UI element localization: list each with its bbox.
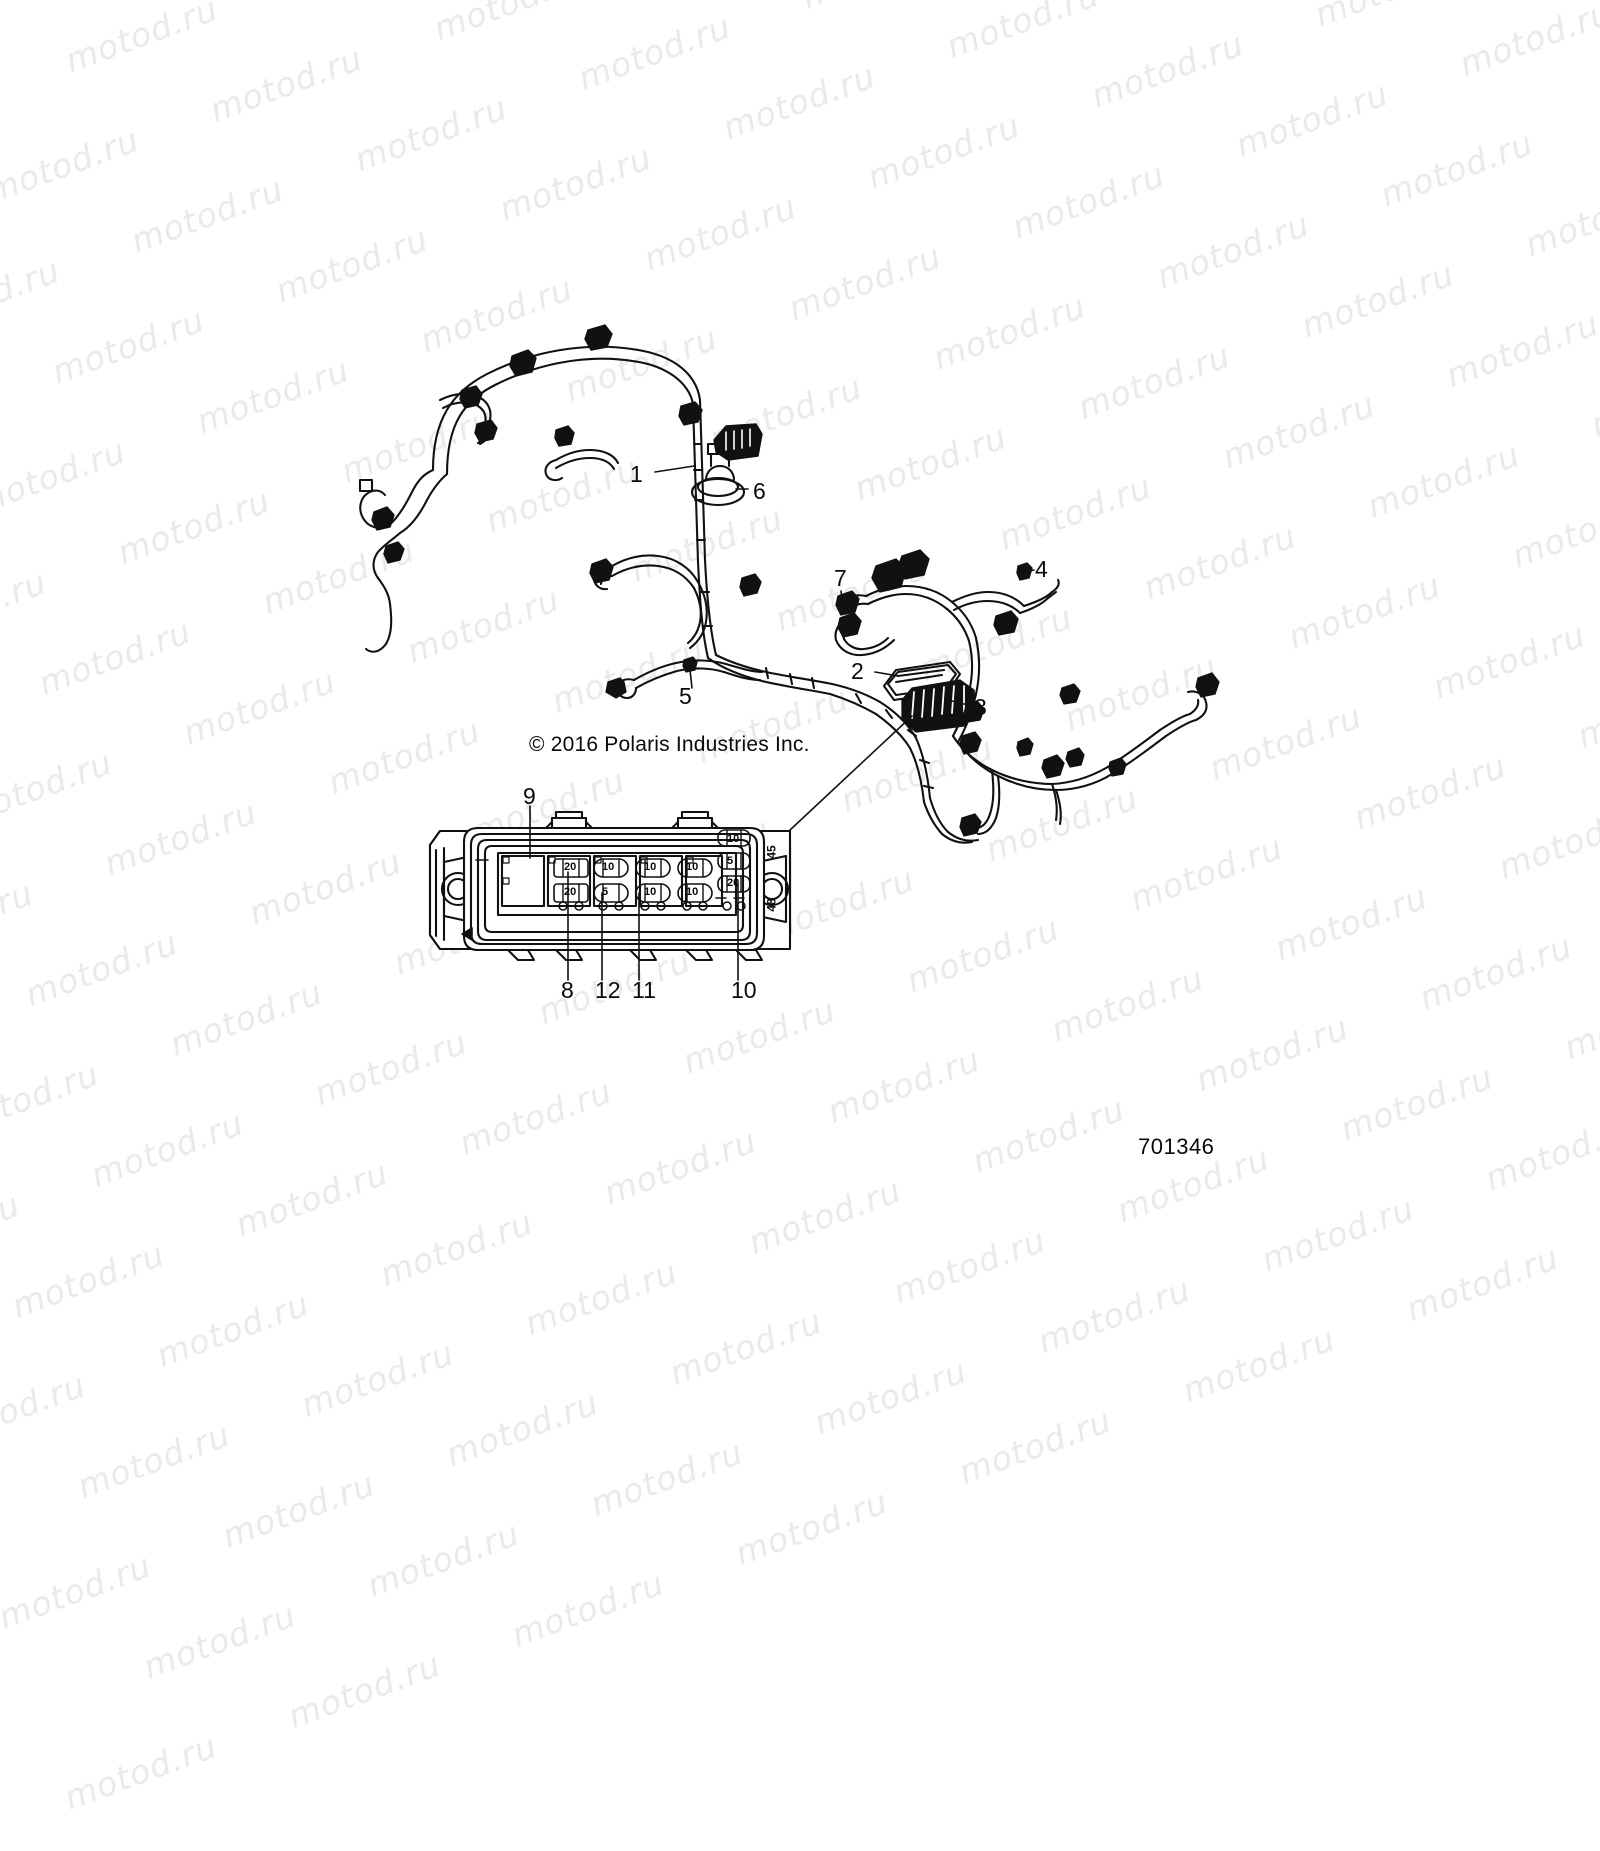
fuse-rating: 20 (727, 877, 740, 889)
callout-leader-lines (654, 465, 1035, 707)
fuse-rating: 5 (727, 855, 734, 867)
callout-6: 6 (753, 478, 766, 504)
callout-8: 8 (561, 977, 574, 1003)
callout-7: 7 (834, 565, 847, 591)
harness-connectors-upper (371, 324, 703, 564)
fuse-relay-box-detail (428, 805, 792, 981)
callout-12: 12 (595, 977, 621, 1003)
fuse-rating: 10 (686, 886, 699, 898)
fuse-slots (553, 829, 751, 911)
part-number: 701346 (1138, 1134, 1215, 1159)
copyright-notice: © 2016 Polaris Industries Inc. (529, 733, 810, 756)
box-markers (461, 859, 745, 941)
large-black-connector (713, 423, 763, 461)
grommet-connector (690, 442, 746, 507)
fuse-rating: 10 (602, 861, 615, 873)
callout-9: 9 (523, 783, 536, 809)
box-side-marking: 48 (764, 898, 779, 912)
harness-right-lower (922, 690, 1208, 844)
box-side-marking: 45 (764, 845, 779, 859)
connector-ribs-right (879, 552, 925, 581)
fuse-rating: 10 (644, 861, 657, 873)
inner-tray (496, 851, 738, 917)
callout-1: 1 (630, 461, 643, 487)
connectors-right-lower (959, 672, 1220, 837)
detail-callout-leaders (529, 805, 739, 981)
connector-ribs (725, 428, 751, 451)
callout-2: 2 (851, 658, 864, 684)
callout-10: 10 (731, 977, 757, 1003)
fuse-rating: 10 (727, 833, 740, 845)
fuse-rating: 20 (564, 861, 577, 873)
connectors-right-cluster (835, 549, 1033, 755)
connector-mid (589, 558, 762, 597)
box-bottom-feet (506, 948, 764, 962)
parts-illustration (358, 324, 1220, 981)
connector-lead5-end (605, 656, 698, 699)
fuse-rating: 10 (686, 861, 699, 873)
fuse-rating: 5 (602, 886, 609, 898)
harness-center-bands (764, 666, 935, 790)
fuse-rating: 10 (644, 886, 657, 898)
callout-4: 4 (1035, 556, 1048, 582)
fuse-block-ribs (911, 685, 965, 719)
callout-3: 3 (974, 694, 987, 720)
relay-cover-2 (882, 660, 962, 702)
detail-view-leader (789, 715, 913, 831)
fuse-rating: 20 (564, 886, 577, 898)
callout-5: 5 (679, 683, 692, 709)
callout-11: 11 (632, 977, 656, 1003)
clip-connector-4 (1018, 578, 1060, 615)
harness-connectors-upper-detail (515, 327, 608, 359)
box-top-latches (544, 810, 720, 830)
